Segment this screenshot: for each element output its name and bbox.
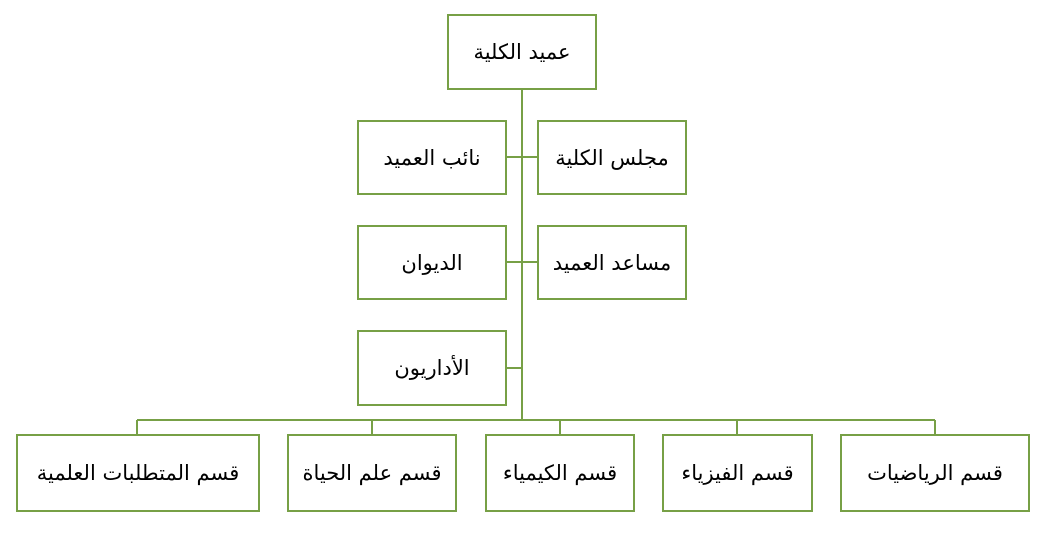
node-office: الديوان — [357, 225, 507, 300]
node-label: قسم الفيزياء — [681, 461, 794, 485]
node-college-council: مجلس الكلية — [537, 120, 687, 195]
node-label: عميد الكلية — [473, 40, 571, 64]
node-label: قسم علم الحياة — [302, 461, 442, 485]
node-label: قسم الرياضيات — [867, 461, 1003, 485]
node-college-dean: عميد الكلية — [447, 14, 597, 90]
node-dept-science-requirements: قسم المتطلبات العلمية — [16, 434, 260, 512]
node-dept-mathematics: قسم الرياضيات — [840, 434, 1030, 512]
node-label: مساعد العميد — [552, 250, 672, 275]
node-dept-biology: قسم علم الحياة — [287, 434, 457, 512]
node-label: الديوان — [401, 250, 463, 275]
node-vice-dean: نائب العميد — [357, 120, 507, 195]
node-assistant-dean: مساعد العميد — [537, 225, 687, 300]
node-administrators: الأداريون — [357, 330, 507, 406]
node-label: الأداريون — [394, 356, 470, 380]
node-label: قسم المتطلبات العلمية — [36, 461, 240, 485]
node-label: قسم الكيمياء — [502, 461, 618, 485]
node-dept-chemistry: قسم الكيمياء — [485, 434, 635, 512]
node-label: مجلس الكلية — [555, 145, 669, 170]
node-label: نائب العميد — [383, 145, 481, 170]
node-dept-physics: قسم الفيزياء — [662, 434, 813, 512]
